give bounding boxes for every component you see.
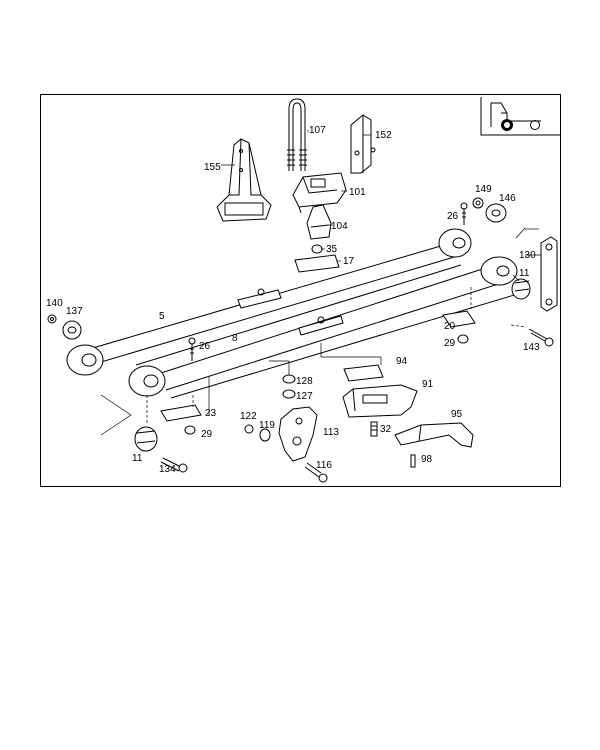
callout-5: 5 xyxy=(159,311,165,322)
callout-116: 116 xyxy=(316,460,332,471)
callout-130: 130 xyxy=(519,250,536,261)
leader-lines xyxy=(100,130,541,436)
callout-32: 32 xyxy=(380,424,392,435)
vehicle-location-inset xyxy=(480,97,560,136)
plate-17 xyxy=(294,254,340,273)
callout-101: 101 xyxy=(349,187,366,198)
bolt-143 xyxy=(528,328,554,347)
callout-35: 35 xyxy=(326,244,338,255)
callout-26-lower: 26 xyxy=(199,341,211,352)
diagram-frame: 107 152 155 101 104 35 17 149 146 26 130… xyxy=(40,94,561,487)
callout-26-upper: 26 xyxy=(447,211,459,222)
callout-127: 127 xyxy=(296,391,313,402)
callout-labels: 107 152 155 101 104 35 17 149 146 26 130… xyxy=(46,125,540,475)
washer-149 xyxy=(472,197,484,209)
bushing-146 xyxy=(485,203,507,223)
callout-146: 146 xyxy=(499,193,516,204)
callout-29-right: 29 xyxy=(444,338,456,349)
callout-91: 91 xyxy=(422,379,434,390)
pin-98 xyxy=(410,454,416,468)
spring-clamp-plate-lower xyxy=(298,315,344,336)
plate-23 xyxy=(160,404,202,422)
nut-128 xyxy=(282,374,296,384)
center-bolt-lower xyxy=(317,316,325,324)
callout-155: 155 xyxy=(204,162,221,173)
bolt-26-upper xyxy=(460,202,468,225)
callout-17: 17 xyxy=(343,256,355,267)
callout-98: 98 xyxy=(421,454,433,465)
washer-140 xyxy=(47,314,57,324)
callout-107: 107 xyxy=(309,125,326,136)
callout-113: 113 xyxy=(323,427,339,438)
bolt-122 xyxy=(244,424,254,434)
main-leaf-spring xyxy=(66,228,472,376)
callout-94: 94 xyxy=(396,356,408,367)
bolt-32 xyxy=(370,421,378,437)
callout-119: 119 xyxy=(259,420,275,431)
callout-143: 143 xyxy=(523,342,540,353)
washer-119 xyxy=(259,428,271,442)
callout-137: 137 xyxy=(66,306,83,317)
center-bolt-upper xyxy=(257,288,265,296)
plate-94 xyxy=(343,364,384,382)
callout-29-left: 29 xyxy=(201,429,213,440)
rubber-bushing-left xyxy=(134,426,158,452)
washer-127 xyxy=(282,389,296,399)
bracket-152 xyxy=(350,114,376,174)
bracket-95 xyxy=(394,422,474,448)
rubber-bushing-right xyxy=(511,278,531,300)
callout-128: 128 xyxy=(296,376,313,387)
callout-149: 149 xyxy=(475,184,492,195)
nut-29-right xyxy=(457,334,469,344)
callout-140: 140 xyxy=(46,298,63,309)
callout-23: 23 xyxy=(205,408,217,419)
bolt-116 xyxy=(304,462,328,483)
callout-11-right: 11 xyxy=(519,268,530,279)
bushing-137 xyxy=(62,320,82,340)
secondary-leaf-spring xyxy=(128,256,522,399)
callout-122: 122 xyxy=(240,411,257,422)
nut-35 xyxy=(311,244,323,254)
callout-95: 95 xyxy=(451,409,463,420)
callout-134: 134 xyxy=(159,464,176,475)
shackle-130 xyxy=(540,236,558,312)
callout-20: 20 xyxy=(444,321,456,332)
bolt-26-lower xyxy=(188,337,196,361)
pad-20 xyxy=(442,310,476,328)
leaf-spring-exploded-diagram: 107 152 155 101 104 35 17 149 146 26 130… xyxy=(46,97,560,483)
spring-top-clamp xyxy=(292,172,347,214)
u-bolt xyxy=(287,98,307,171)
spring-seat-91 xyxy=(342,384,418,418)
spring-clamp-plate-upper xyxy=(237,289,282,309)
callout-104: 104 xyxy=(331,221,348,232)
callout-8: 8 xyxy=(232,333,238,344)
callout-152: 152 xyxy=(375,130,392,141)
bolt-134 xyxy=(160,457,188,473)
shackle-bracket-113 xyxy=(278,406,318,462)
callout-11-left: 11 xyxy=(132,453,143,464)
nut-29-left xyxy=(184,425,196,435)
bump-stop xyxy=(306,204,332,240)
bump-stop-bracket xyxy=(216,138,272,222)
